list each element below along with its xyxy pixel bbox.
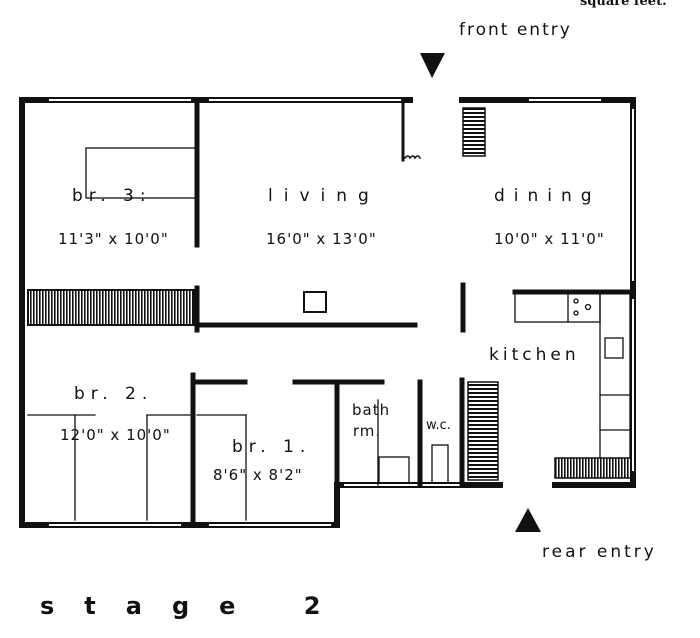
rear-stair: [467, 381, 499, 481]
rear-entry-label: rear entry: [542, 542, 657, 562]
room-size-br1: 8'6" x 8'2": [213, 466, 303, 484]
room-label-dining: dining: [494, 186, 601, 206]
room-label-bath: bath rm.: [352, 401, 391, 440]
room-size-br2: 12'0" x 10'0": [60, 426, 171, 444]
room-size-living: 16'0" x 13'0": [266, 230, 377, 248]
kitchen-hatched: [554, 457, 632, 479]
front-stair: [462, 107, 486, 157]
room-label-living: living: [268, 186, 380, 206]
front-entry-arrow-icon: [420, 53, 445, 78]
bathtub: [378, 456, 410, 484]
room-label-wc: w.c.: [426, 418, 451, 433]
rear-entry-arrow-icon: [515, 508, 541, 532]
room-size-dining: 10'0" x 11'0": [494, 230, 605, 248]
sink: [604, 337, 624, 359]
kitchen-counter-side: [599, 291, 631, 468]
room-label-kitchen: kitchen: [489, 345, 580, 365]
windows: [49, 99, 634, 526]
storage-hatched: [27, 289, 195, 326]
stage-label: stage 2: [40, 592, 351, 620]
front-entry-label: front entry: [459, 20, 572, 40]
room-label-br3: br. 3:: [72, 186, 152, 206]
room-label-br2: br. 2.: [74, 384, 154, 404]
room-label-br1: br. 1.: [232, 437, 312, 457]
kitchen-counter: [514, 291, 601, 323]
room-size-br3: 11'3" x 10'0": [58, 230, 169, 248]
caption-top: square feet.: [580, 0, 667, 9]
toilet: [431, 444, 449, 484]
